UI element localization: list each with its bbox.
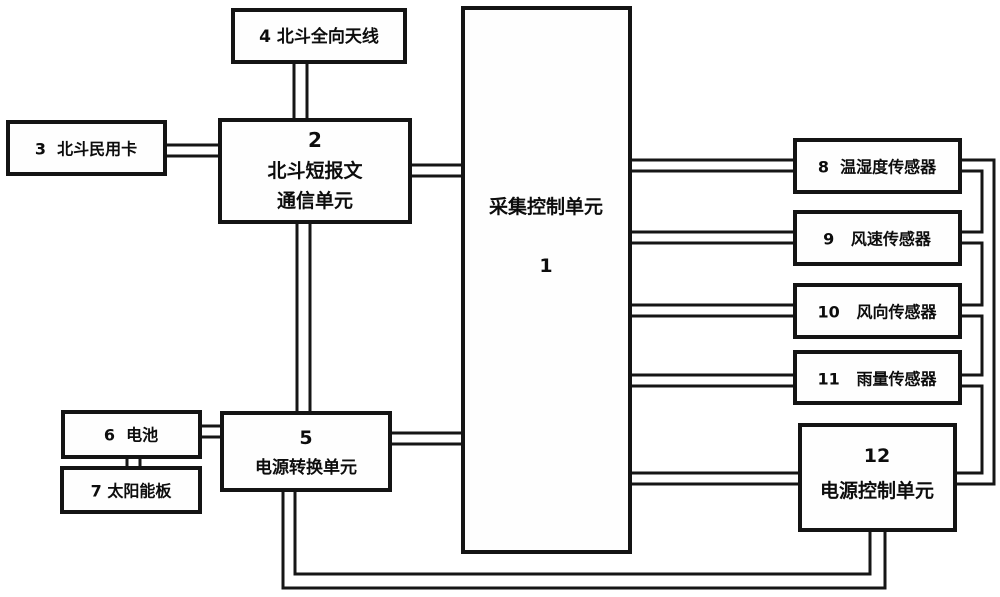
connector-card-to-comm xyxy=(165,143,220,158)
connector-comm-to-power-conversion xyxy=(295,222,312,413)
connector-comm-to-acquisition xyxy=(410,163,463,178)
block-power-control-number: 12 xyxy=(864,445,890,467)
block-antenna: 4 北斗全向天线 xyxy=(231,8,407,64)
block-comm-number: 2 xyxy=(308,128,322,152)
block-wind-direction-sensor: 10 风向传感器 xyxy=(793,283,962,339)
block-acquisition-control-unit: 采集控制单元 1 xyxy=(461,6,632,554)
connector-acquisition-to-wind-direction xyxy=(630,303,795,318)
block-antenna-label: 4 北斗全向天线 xyxy=(259,26,379,47)
block-power-conversion-unit: 5 电源转换单元 xyxy=(220,411,392,492)
block-wind-speed-sensor: 9 风速传感器 xyxy=(793,210,962,266)
connector-acquisition-to-wind-speed xyxy=(630,230,795,245)
connector-antenna-to-comm xyxy=(292,62,309,120)
block-battery-label: 6 电池 xyxy=(104,426,158,445)
connector-acquisition-to-rain xyxy=(630,373,795,388)
block-solar-panel: 7 太阳能板 xyxy=(60,466,202,514)
connector-battery-to-power-conversion xyxy=(200,424,222,439)
block-power-conversion-number: 5 xyxy=(299,427,312,449)
connector-acquisition-to-temp-humidity xyxy=(630,158,795,173)
block-power-conversion-name: 电源转换单元 xyxy=(255,457,357,478)
block-power-control-unit: 12 电源控制单元 xyxy=(798,423,957,532)
block-rain-label: 11 雨量传感器 xyxy=(818,370,938,389)
block-card: 3 北斗民用卡 xyxy=(6,120,167,176)
block-solar-label: 7 太阳能板 xyxy=(91,482,173,501)
block-battery: 6 电池 xyxy=(61,410,202,459)
power-bus-right-rail xyxy=(955,158,996,486)
block-temp-humidity-label: 8 温湿度传感器 xyxy=(818,158,937,177)
block-acquisition-number: 1 xyxy=(539,255,552,277)
block-wind-speed-label: 9 风速传感器 xyxy=(823,230,932,249)
block-wind-direction-label: 10 风向传感器 xyxy=(818,303,938,322)
block-acquisition-name: 采集控制单元 xyxy=(489,195,603,218)
connector-acquisition-to-power-control xyxy=(630,471,800,486)
block-card-label: 3 北斗民用卡 xyxy=(35,140,137,159)
block-comm-unit: 2 北斗短报文 通信单元 xyxy=(218,118,412,224)
block-rain-sensor: 11 雨量传感器 xyxy=(793,350,962,405)
block-comm-name-line2: 通信单元 xyxy=(277,189,353,212)
block-temp-humidity-sensor: 8 温湿度传感器 xyxy=(793,138,962,194)
block-comm-name-line1: 北斗短报文 xyxy=(267,159,363,182)
power-bus-bottom-loop xyxy=(281,490,887,590)
connector-power-conversion-to-acquisition xyxy=(390,431,463,446)
block-power-control-name: 电源控制单元 xyxy=(820,479,934,502)
